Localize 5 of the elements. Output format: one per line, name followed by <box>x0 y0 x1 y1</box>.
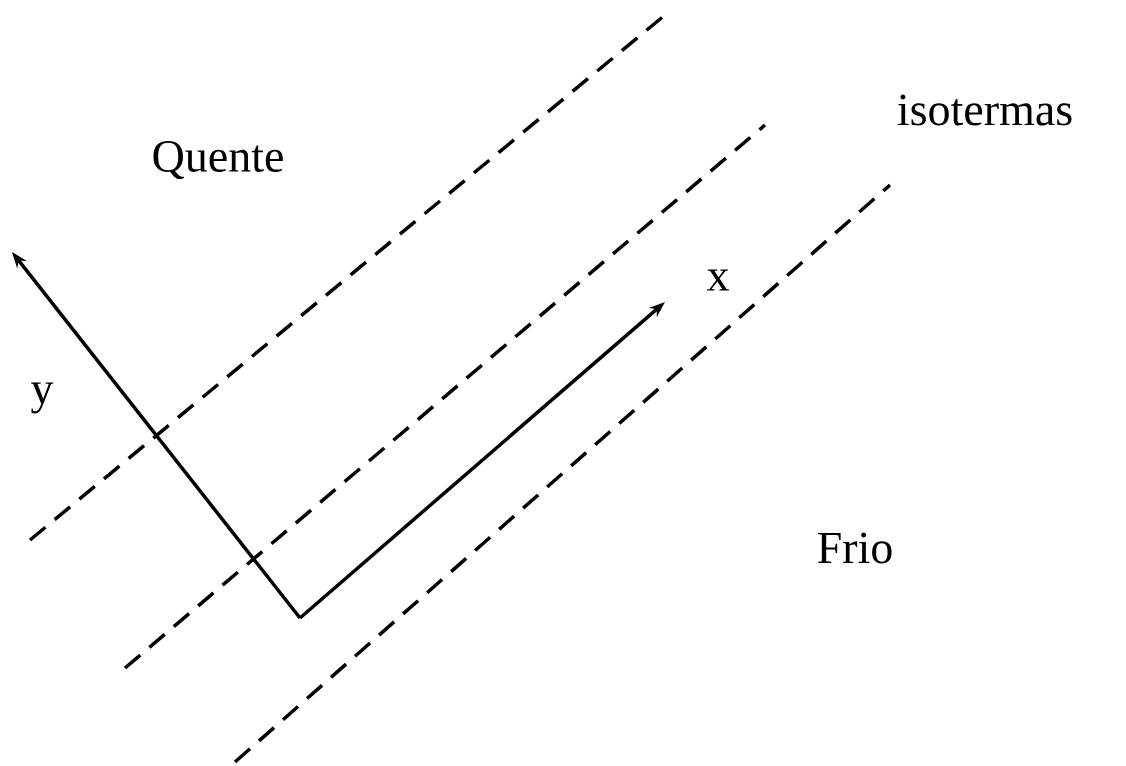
region-label: Frio <box>818 532 892 564</box>
axis-label: y <box>31 382 54 414</box>
region-label: isotermas <box>897 94 1072 126</box>
axis-label: x <box>706 269 729 291</box>
region-label: Quente <box>153 141 283 179</box>
